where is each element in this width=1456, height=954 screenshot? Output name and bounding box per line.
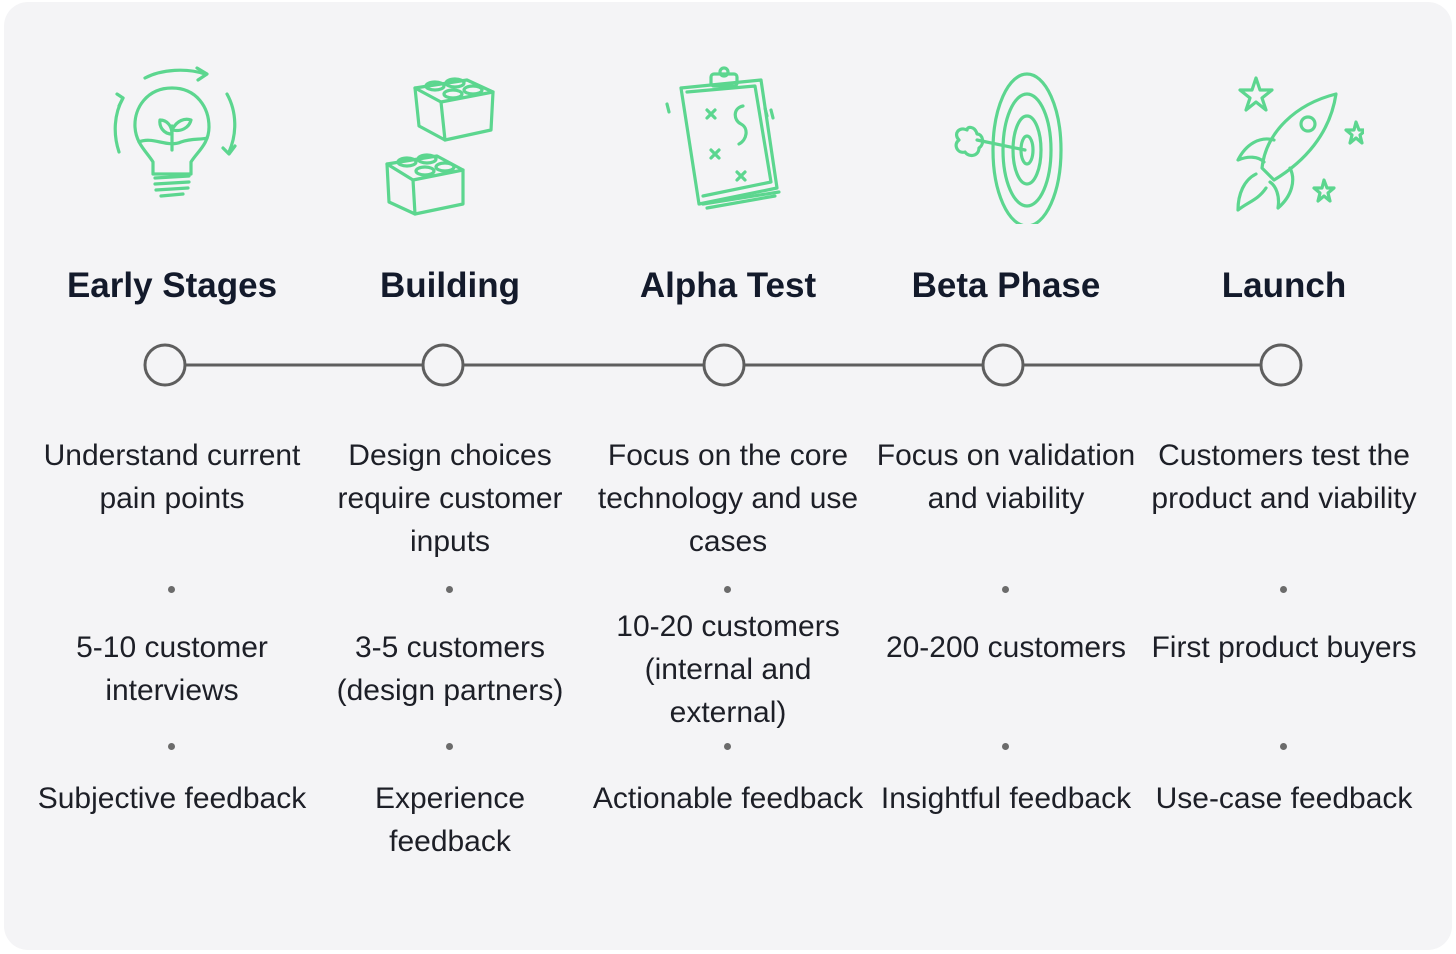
strategy-clipboard-icon [589,64,867,234]
bullet-dot [1002,743,1009,750]
stage-description: Design choices require customer inputs [337,439,563,558]
timeline-node-3 [702,343,746,387]
roadmap-card: Early Stages Understand current pain poi… [4,2,1452,950]
stage-customers: 3-5 customers (design partners) [336,631,564,707]
stage-customers: 10-20 customers (internal and external) [616,610,840,729]
bullet-dot [168,586,175,593]
stage-title: Beta Phase [911,266,1101,305]
stage-feedback: Experience feedback [374,782,526,858]
stage-title: Building [380,266,520,305]
stage-description: Understand current pain points [43,439,301,515]
bullet-dot [724,586,731,593]
bullet-dot [724,743,731,750]
bullet-dot [1002,586,1009,593]
stage-description: Focus on validation and viability [876,439,1136,515]
timeline-node-5 [1259,343,1303,387]
bullet-dot [446,586,453,593]
stage-description: Customers test the product and viability [1151,439,1417,515]
stage-title: Alpha Test [639,266,817,305]
stage-feedback: Insightful feedback [880,782,1132,815]
bullet-dot [446,743,453,750]
lightbulb-icon [33,64,311,234]
stage-customers: 5-10 customer interviews [76,631,268,707]
timeline-node-1 [143,343,187,387]
stage-feedback: Use-case feedback [1155,782,1413,815]
stage-feedback: Actionable feedback [592,782,864,815]
rocket-icon [1145,64,1423,234]
stage-description: Focus on the core technology and use cas… [597,439,859,558]
timeline-node-2 [421,343,465,387]
timeline [143,343,1303,387]
stage-customers: First product buyers [1151,631,1417,664]
timeline-node-4 [981,343,1025,387]
bullet-dot [1280,743,1287,750]
stage-feedback: Subjective feedback [37,782,307,815]
bullet-dot [168,743,175,750]
stage-title: Early Stages [66,266,278,305]
target-icon [867,64,1145,234]
bullet-dot [1280,586,1287,593]
building-blocks-icon [311,64,589,234]
stage-title: Launch [1221,266,1347,305]
stage-customers: 20-200 customers [885,631,1127,664]
